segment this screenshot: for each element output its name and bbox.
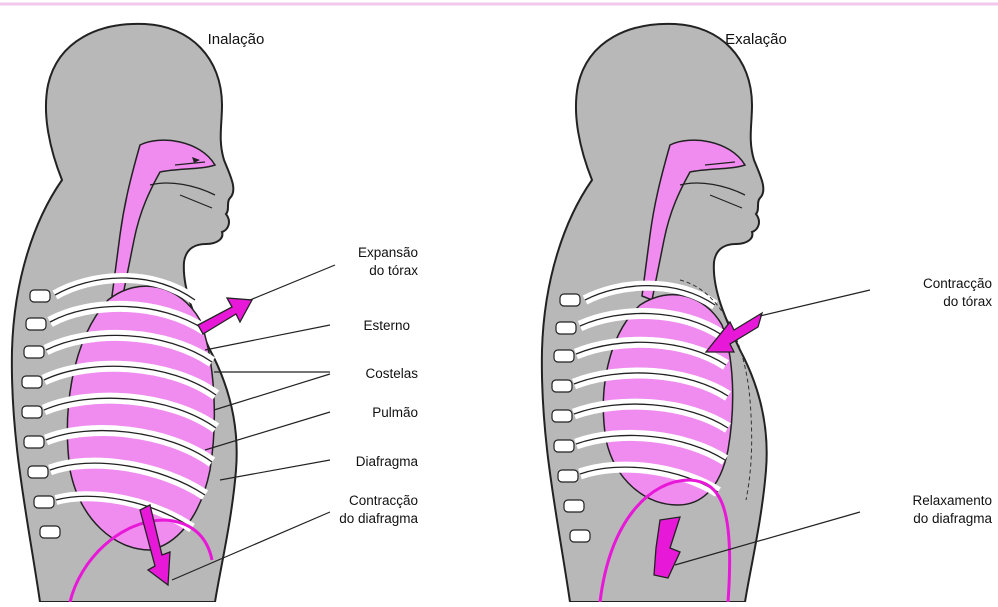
- label-costelas: Costelas: [365, 366, 418, 381]
- label-esterno: Esterno: [363, 318, 410, 333]
- label-relaxamento-line2: do diafragma: [913, 511, 992, 526]
- label-expansao-line1: Expansão: [358, 245, 418, 260]
- chest-expansion-arrow: [198, 298, 252, 334]
- panel-title-exalacao: Exalação: [725, 31, 787, 48]
- panel-exalacao: Exalação: [542, 24, 993, 602]
- panel-inalacao: Inalação: [12, 24, 419, 602]
- panel-title-inalacao: Inalação: [208, 31, 265, 48]
- label-contraccao-line2: do diafragma: [339, 511, 418, 526]
- label-diafragma: Diafragma: [356, 454, 419, 469]
- label-contraccao-torax-line2: do tórax: [943, 294, 992, 309]
- label-contraccao-line1: Contracção: [349, 493, 418, 508]
- label-pulmao: Pulmão: [372, 405, 418, 420]
- label-contraccao-torax-line1: Contracção: [923, 276, 992, 291]
- label-relaxamento-line1: Relaxamento: [912, 493, 992, 508]
- label-expansao-line2: do tórax: [369, 263, 418, 278]
